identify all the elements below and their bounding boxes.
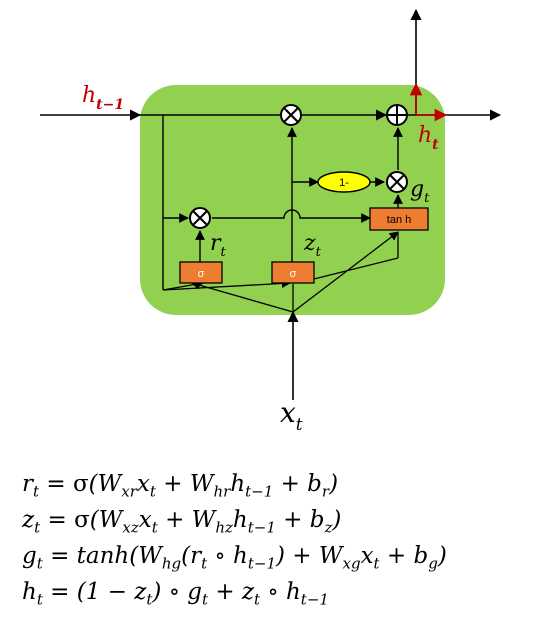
equation-candidate: gt = tanh(Whg(rt ∘ ht−1) + Wxgxt + bg) [22,543,447,573]
sigma-z-box: σ [271,261,315,284]
h-to-sigma-z-line [162,278,291,291]
label-g-t: gt [410,177,430,206]
equation-reset-gate: rt = σ(Wxrxt + Whrht−1 + br) [22,471,339,501]
top-multiply-icon [280,104,302,126]
gru-cell-diagram: σ σ tan h 1- ht−1 ht rt zt gt xt [40,8,502,435]
x-to-tanh-line [292,231,399,313]
svg-text:σ: σ [290,268,297,280]
add-icon [386,104,408,126]
label-x-t: xt [280,396,303,435]
gru-equations: rt = σ(Wxrxt + Whrht−1 + br) zt = σ(Wxzx… [22,466,542,610]
svg-text:tan h: tan h [387,214,411,226]
svg-text:σ: σ [198,268,205,280]
h-to-sigma-r-line [162,279,204,291]
equation-update-gate: zt = σ(Wxzxt + Whzht−1 + bz) [22,507,342,537]
tanh-box: tan h [369,207,429,231]
svg-text:1-: 1- [339,177,349,189]
update-multiply-icon [386,171,408,193]
equation-hidden-state: ht = (1 − zt) ∘ gt + zt ∘ ht−1 [22,579,329,609]
label-r-t: rt [210,231,227,260]
one-minus-node: 1- [317,171,371,193]
label-h-t: ht [418,123,439,153]
label-h-prev: ht−1 [82,83,124,113]
reset-multiply-icon [189,207,211,229]
label-z-t: zt [303,231,322,260]
sigma-r-box: σ [179,261,223,284]
tanh-to-sigma-z-line [297,257,399,284]
